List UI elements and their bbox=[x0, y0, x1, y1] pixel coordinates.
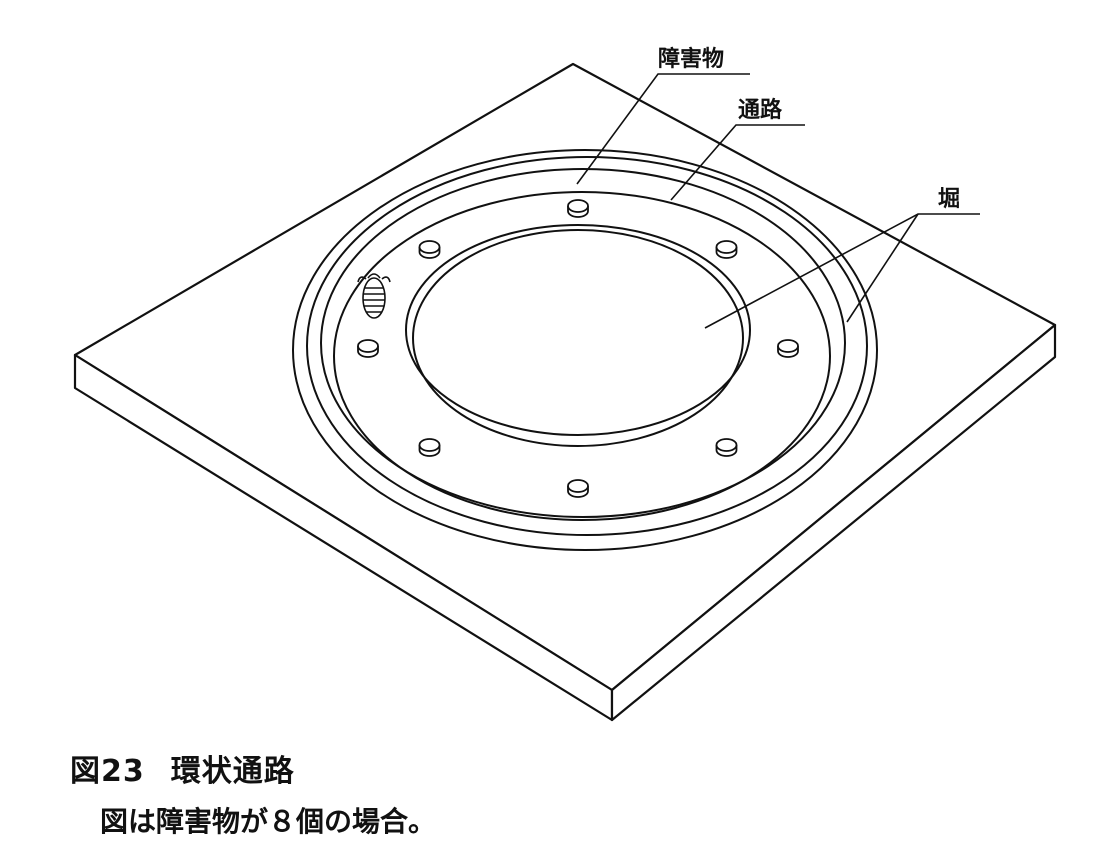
obstacle-peg bbox=[357, 339, 379, 358]
leader-lines bbox=[576, 73, 980, 329]
obstacle-peg bbox=[715, 240, 738, 259]
figure-caption: 図は障害物が８個の場合。 bbox=[100, 805, 437, 838]
obstacles bbox=[357, 199, 799, 498]
obstacle-peg bbox=[567, 199, 589, 218]
obstacle-leader bbox=[576, 73, 750, 185]
isopod-icon bbox=[357, 273, 391, 319]
inner-moat-rim bbox=[412, 229, 744, 447]
obstacle-peg bbox=[777, 339, 799, 358]
ring-structure bbox=[292, 149, 878, 551]
obstacle-peg bbox=[567, 479, 589, 498]
figure-title-text: 環状通路 bbox=[170, 754, 295, 789]
figure-number: 図23 bbox=[70, 754, 145, 789]
moat-outer-edge-inner bbox=[306, 156, 868, 536]
obstacle-peg bbox=[418, 240, 441, 259]
moat-outer-edge bbox=[292, 149, 878, 551]
ring-passage-diagram: 障害物 通路 堀 bbox=[73, 46, 1057, 722]
passage-leader bbox=[670, 124, 805, 201]
obstacle-peg bbox=[418, 438, 441, 457]
moat-leader-outer bbox=[846, 213, 919, 323]
label-passage: 通路 bbox=[738, 97, 783, 123]
obstacle-peg bbox=[715, 438, 738, 457]
label-moat: 堀 bbox=[938, 187, 960, 212]
passage-outer-edge bbox=[320, 168, 846, 518]
base-plate bbox=[73, 62, 1057, 722]
passage-inner-edge bbox=[405, 224, 751, 436]
plate-right-side bbox=[610, 323, 1057, 722]
passage-outer-wall bbox=[333, 191, 831, 521]
label-obstacle: 障害物 bbox=[658, 46, 724, 72]
figure-title: 図23 環状通路 bbox=[70, 746, 295, 790]
